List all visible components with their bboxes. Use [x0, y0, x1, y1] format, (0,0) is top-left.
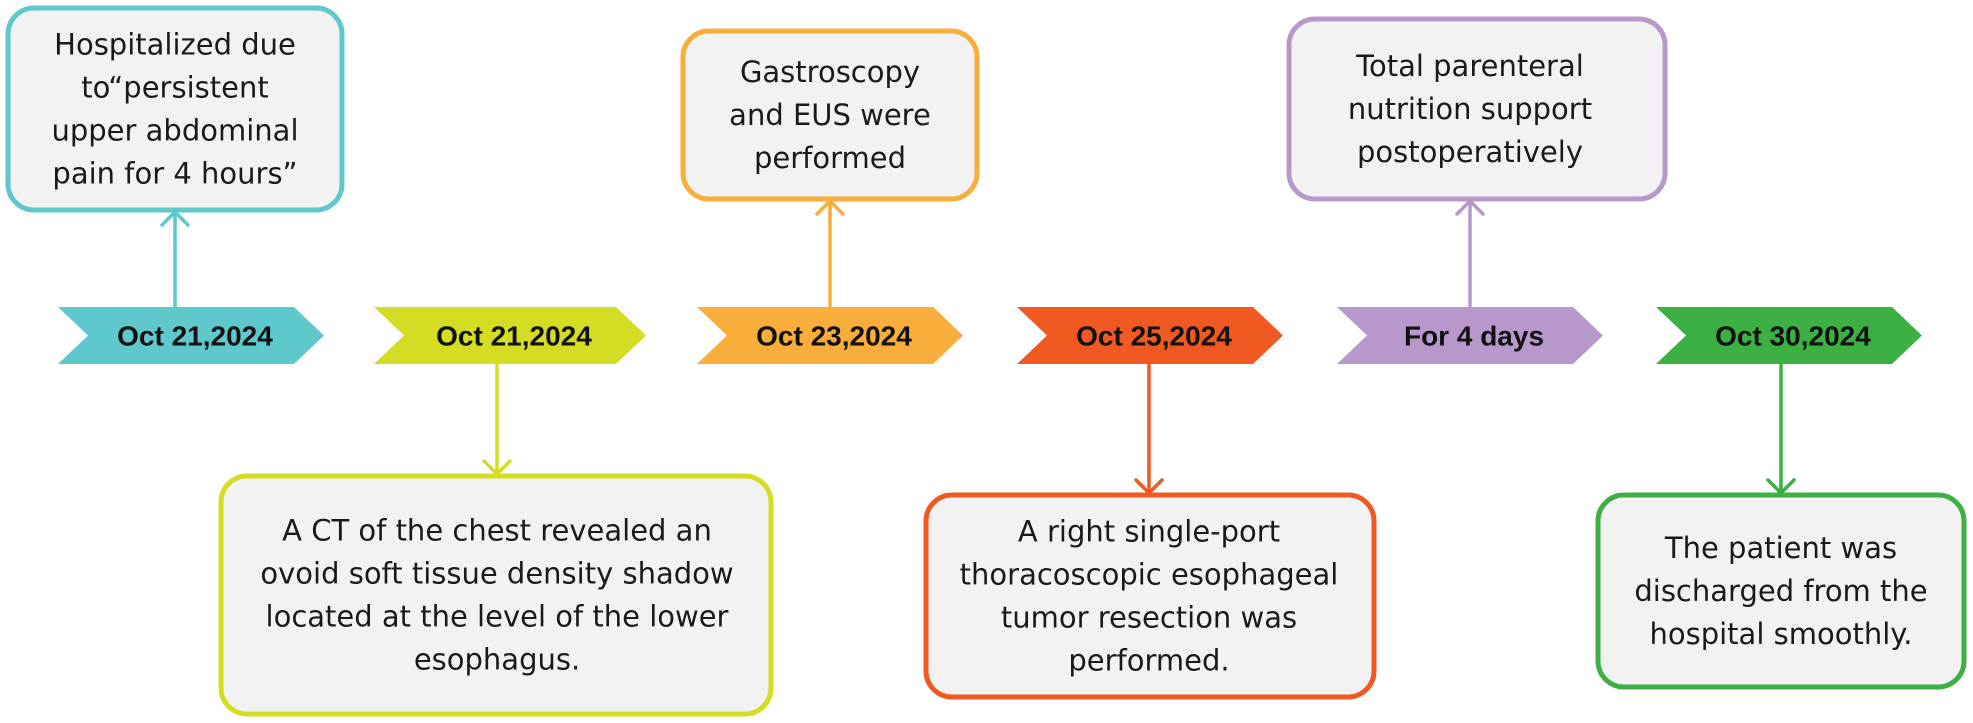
event-description-line: ovoid soft tissue density shadow: [260, 557, 733, 591]
date-label: For 4 days: [1404, 321, 1544, 352]
event-box: [5, 5, 345, 213]
event-description-line: and EUS were: [729, 98, 931, 132]
date-label: Oct 21,2024: [436, 321, 592, 352]
date-chevron: [697, 307, 963, 364]
event-description-line: performed: [754, 141, 906, 175]
event-description-line: performed.: [1068, 644, 1229, 678]
event-box: [680, 28, 980, 202]
event-description-line: Total parenteral: [1355, 49, 1584, 83]
event-description-line: to“persistent: [81, 71, 268, 105]
date-label: Oct 23,2024: [756, 321, 912, 352]
event-description-line: thoracoscopic esophageal: [960, 558, 1339, 592]
event-description-line: postoperatively: [1357, 135, 1583, 169]
event-description-line: discharged from the: [1634, 574, 1927, 608]
timeline-event: For 4 days Total parenteral nutrition supp…: [1286, 16, 1668, 364]
event-box: [1286, 16, 1668, 202]
date-chevron: [1017, 307, 1283, 364]
date-label: Oct 30,2024: [1715, 321, 1871, 352]
timeline-event: Oct 23,2024 Gastroscopy and EUS were perfor…: [680, 28, 980, 364]
event-description-line: esophagus.: [414, 643, 580, 677]
event-box: [1595, 492, 1967, 690]
event-description-line: upper abdominal: [51, 114, 298, 148]
event-description-line: tumor resection was: [1001, 601, 1297, 635]
event-description-line: A CT of the chest revealed an: [282, 514, 712, 548]
event-description-line: Gastroscopy: [740, 55, 920, 89]
date-chevron: [1337, 307, 1603, 364]
event-description-line: The patient was: [1664, 531, 1897, 565]
timeline-event: Oct 21,2024 Hospitalized due to“persistent…: [5, 5, 345, 364]
timeline-event: Oct 21,2024 A CT of the chest revealed an…: [218, 307, 774, 717]
date-chevron: [1656, 307, 1922, 364]
event-box: [218, 473, 774, 717]
event-box: [923, 492, 1377, 700]
date-label: Oct 21,2024: [117, 321, 273, 352]
date-label: Oct 25,2024: [1076, 321, 1232, 352]
date-chevron: [374, 307, 646, 364]
event-description-line: pain for 4 hours”: [52, 157, 297, 191]
timeline-event: Oct 25,2024 A right single-port thoracosco…: [923, 307, 1377, 700]
event-description-line: nutrition support: [1348, 92, 1592, 126]
event-description-line: Hospitalized due: [54, 28, 296, 62]
event-description-line: located at the level of the lower: [266, 600, 729, 634]
date-chevron: [58, 307, 324, 364]
event-description-line: A right single-port: [1018, 515, 1280, 549]
event-description-line: hospital smoothly.: [1649, 617, 1912, 651]
